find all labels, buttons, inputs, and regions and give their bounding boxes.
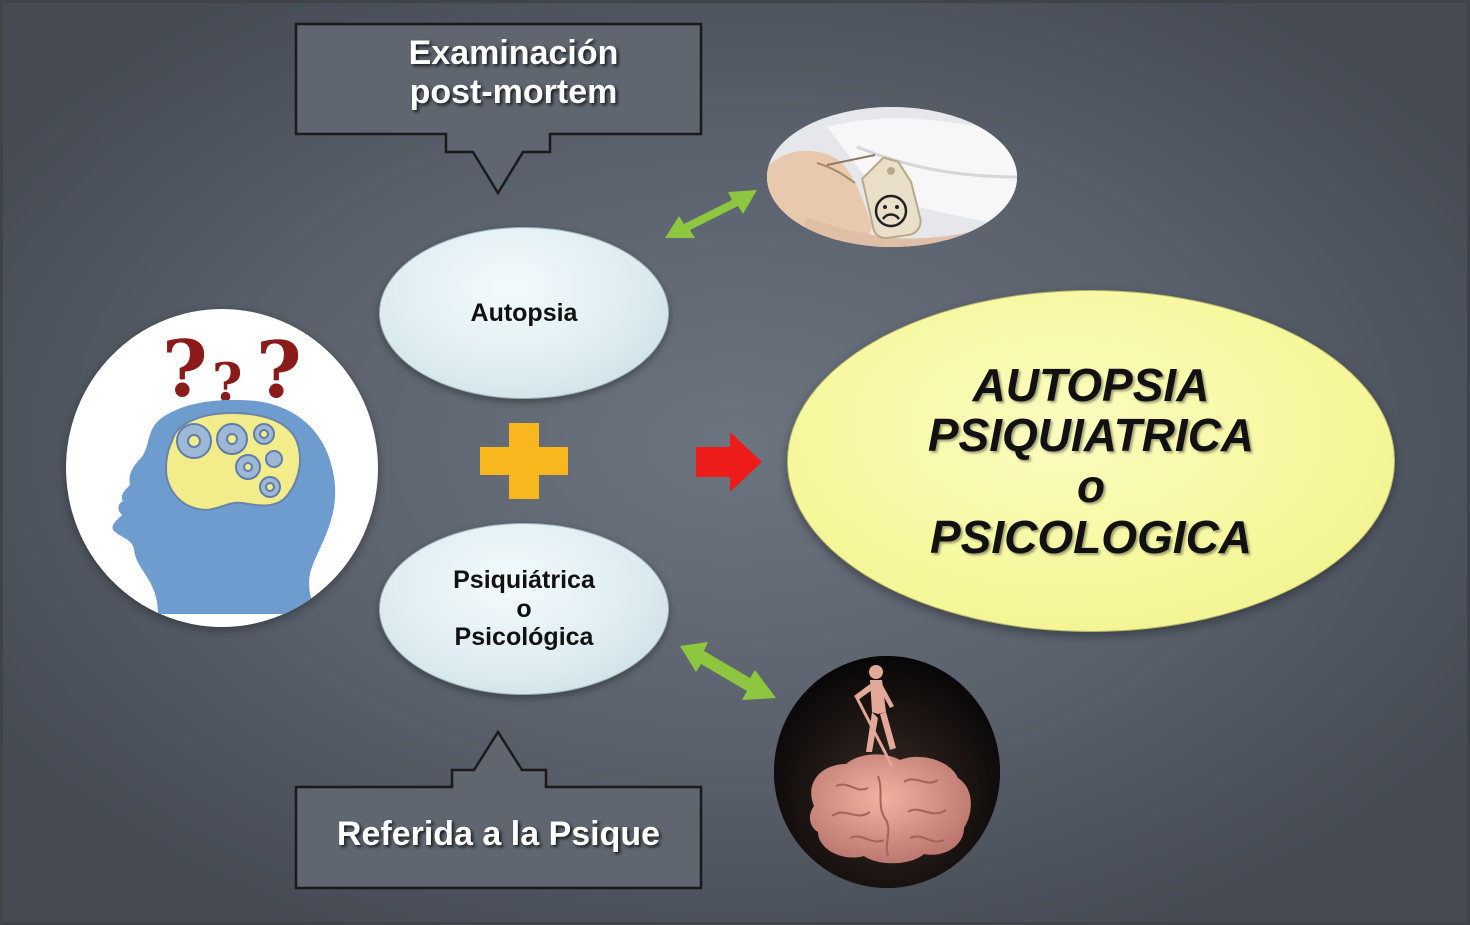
brain — [809, 754, 971, 864]
top-callout-label: Examinación post-mortem — [296, 34, 731, 112]
bottom-callout-label: Referida a la Psique — [336, 815, 661, 853]
psique-oval: Psiquiátrica o Psicológica — [379, 523, 669, 695]
tag-icon — [826, 154, 922, 239]
result-line2: PSIQUIATRICA — [927, 409, 1255, 462]
psique-line2: o — [516, 594, 532, 623]
question-mark-3: ? — [256, 325, 302, 416]
result-oval: AUTOPSIA PSIQUIATRICA o PSICOLOGICA — [787, 290, 1395, 632]
gears-icon — [176, 423, 283, 498]
arrow-right-icon — [696, 432, 762, 492]
sheet — [827, 118, 1017, 227]
thinking-head-icon: ? ? ? — [66, 309, 378, 627]
toe-tag-photo — [767, 107, 1017, 247]
result-line4: PSICOLOGICA — [929, 510, 1253, 563]
double-arrow-icon-top — [665, 190, 757, 238]
question-mark-1: ? — [162, 324, 208, 415]
psique-line1: Psiquiátrica — [453, 565, 595, 594]
top-callout-line1: Examinación — [408, 34, 619, 72]
result-line3: o — [1076, 460, 1106, 512]
plus-icon — [480, 423, 568, 499]
psique-line3: Psicológica — [454, 623, 594, 652]
autopsia-oval: Autopsia — [379, 227, 669, 399]
autopsia-label: Autopsia — [470, 298, 578, 327]
result-line1: AUTOPSIA — [972, 358, 1210, 411]
top-callout-line2: post-mortem — [409, 73, 618, 112]
brain-statue-photo — [774, 656, 1000, 888]
double-arrow-icon-bottom — [680, 642, 776, 700]
statue-figure — [854, 665, 896, 767]
